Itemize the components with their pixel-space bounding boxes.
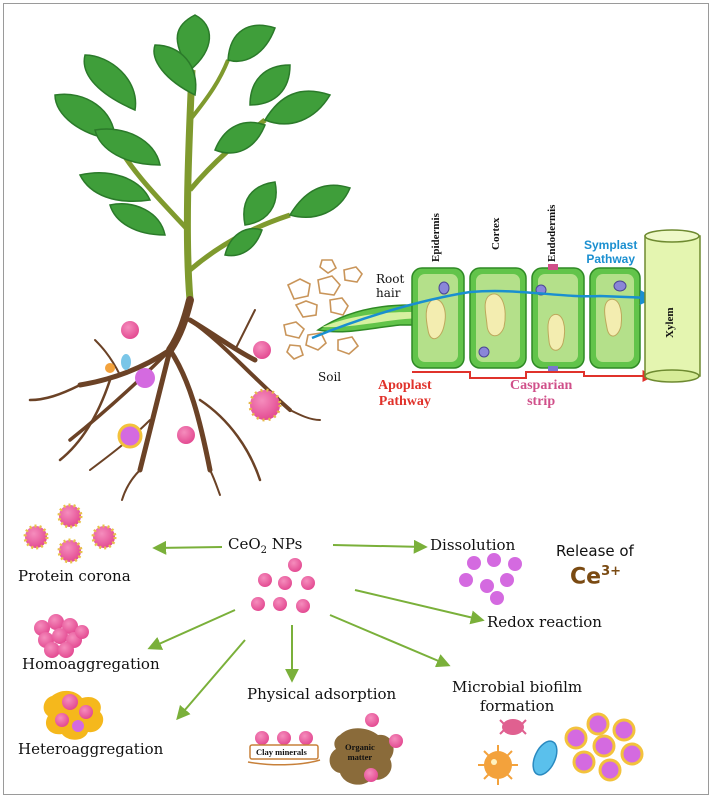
figure-frame xyxy=(3,3,709,795)
ce-symbol: Ce xyxy=(570,564,602,590)
release-of-label: Release of xyxy=(556,542,634,560)
homoaggregate xyxy=(34,614,89,658)
dissolution-particles xyxy=(459,553,522,605)
casparian-strip-label: Casparian strip xyxy=(510,378,573,409)
protein-corona-particles xyxy=(23,503,117,564)
microbes xyxy=(478,719,558,785)
ceo2-subscript: 2 xyxy=(260,545,268,556)
ce-ion-label: Ce3+ xyxy=(570,564,621,589)
root-cross-section xyxy=(311,229,701,383)
apoplast-pathway-label: Apoplast Pathway xyxy=(378,378,432,409)
heteroaggregation-label: Heteroaggregation xyxy=(18,740,164,758)
clay-minerals-label: Clay minerals xyxy=(256,747,307,757)
plant-illustration xyxy=(28,14,352,501)
ceo2-formula: CeO xyxy=(228,535,261,553)
physical-adsorption-label: Physical adsorption xyxy=(247,685,397,703)
microbe-orange xyxy=(478,745,518,785)
process-arrows xyxy=(147,539,485,721)
ceo2-nps-label: CeO2 NPs xyxy=(228,535,302,556)
organic-matter-particles xyxy=(329,713,403,785)
soil-particles xyxy=(283,259,363,360)
cortex-label: Cortex xyxy=(490,217,502,250)
biofilm-cluster xyxy=(564,712,644,782)
root-nanoparticles xyxy=(105,321,282,449)
xylem-label: Xylem xyxy=(664,307,676,338)
redox-reaction-label: Redox reaction xyxy=(487,613,602,631)
soil-label: Soil xyxy=(318,370,342,384)
protein-corona-label: Protein corona xyxy=(18,567,131,585)
root-hair-label: Root hair xyxy=(376,272,405,300)
organic-matter-label: Organic matter xyxy=(345,742,375,762)
roots xyxy=(28,296,321,501)
epidermis-label: Epidermis xyxy=(430,213,442,262)
homoaggregation-label: Homoaggregation xyxy=(22,655,160,673)
ceo2-cluster xyxy=(251,558,315,613)
symplast-pathway-label: Symplast Pathway xyxy=(584,238,638,266)
xylem-vessel xyxy=(644,229,701,383)
dissolution-label: Dissolution xyxy=(430,536,516,554)
heteroaggregate xyxy=(43,690,104,740)
ceo2-suffix: NPs xyxy=(267,535,303,553)
endodermis-label: Endodermis xyxy=(546,204,558,262)
microbial-biofilm-label: Microbial biofilm formation xyxy=(452,678,583,715)
leaves xyxy=(54,14,352,257)
clay-mineral-particles xyxy=(247,731,321,766)
ce-charge: 3+ xyxy=(601,564,622,579)
